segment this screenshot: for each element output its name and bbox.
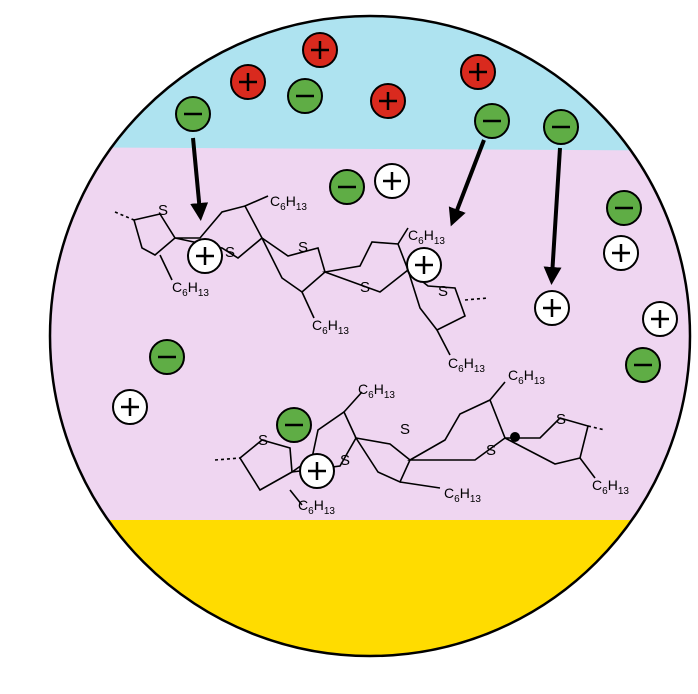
svg-text:S: S: [258, 432, 268, 449]
polymer-chain-upper: [114, 195, 489, 356]
anion-icon: [625, 347, 661, 383]
svg-text:S: S: [438, 283, 448, 300]
svg-text:S: S: [556, 411, 566, 428]
hole-icon: [406, 247, 442, 283]
arrow-icon: [448, 139, 486, 227]
anion-icon: [474, 103, 510, 139]
svg-text:S: S: [298, 239, 308, 256]
arrow-icon: [190, 137, 209, 221]
svg-text:S: S: [400, 421, 410, 438]
anion-icon: [149, 339, 185, 375]
hole-icon: [603, 235, 639, 271]
cation-icon: [370, 83, 406, 119]
anion-icon: [287, 78, 323, 114]
svg-text:S: S: [225, 244, 235, 261]
polaron-dot-icon: [510, 432, 520, 442]
anion-icon: [329, 169, 365, 205]
hole-icon: [642, 301, 678, 337]
ions: [112, 32, 678, 489]
polymer-layer: [50, 146, 690, 529]
svg-text:S: S: [486, 442, 496, 459]
anion-icon: [175, 96, 211, 132]
anion-icon: [543, 109, 579, 145]
electrode-layer: [50, 520, 690, 656]
arrows: [190, 137, 562, 285]
cation-icon: [460, 54, 496, 90]
outline-circle: [48, 14, 692, 658]
hole-icon: [187, 238, 223, 274]
hole-icon: [112, 389, 148, 425]
svg-text:S: S: [158, 202, 168, 219]
cation-icon: [230, 64, 266, 100]
arrow-icon: [543, 147, 562, 285]
sulfur-labels: S S S S S S S S S S: [158, 202, 566, 469]
hole-icon: [534, 290, 570, 326]
cation-icon: [302, 32, 338, 68]
svg-text:S: S: [340, 452, 350, 469]
anion-icon: [606, 190, 642, 226]
hole-icon: [374, 163, 410, 199]
svg-text:S: S: [360, 279, 370, 296]
electrolyte-layer: [50, 16, 690, 160]
anion-icon: [276, 407, 312, 443]
hole-icon: [299, 453, 335, 489]
